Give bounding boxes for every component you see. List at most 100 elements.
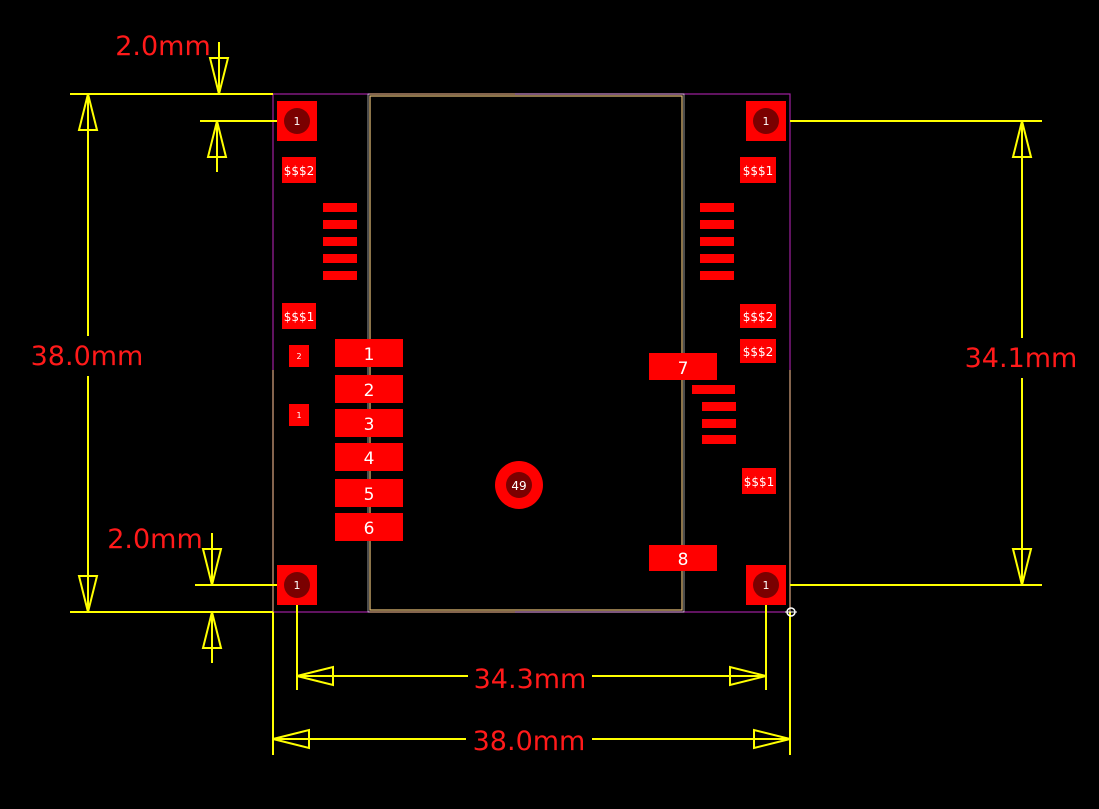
pin-7: 7 (649, 353, 717, 380)
pad-group-left (323, 203, 357, 280)
pin-pad (335, 375, 403, 403)
dim-text-height-outer: 38.0mm (31, 341, 144, 372)
pin-pad (649, 353, 717, 380)
pin-label: 6 (364, 519, 375, 539)
dim-text-top-margin: 2.0mm (115, 31, 211, 62)
arrow-down (208, 57, 230, 95)
fine-pad (702, 402, 736, 411)
center-pad-49: 49 (495, 461, 543, 509)
mounting-hole-bottom-right: 1 (746, 565, 786, 605)
pin-pad (335, 513, 403, 541)
mounting-hole-top-left: 1 (277, 101, 317, 141)
small-pad-left-top: $$$2 (282, 157, 316, 183)
pin-label: 3 (364, 415, 375, 435)
pin-label: 7 (678, 359, 689, 379)
drill-hole (753, 572, 779, 598)
pad (282, 157, 316, 183)
small-pad-right-low: $$$1 (742, 468, 776, 494)
pin-2: 2 (335, 375, 403, 403)
pin-pad (335, 443, 403, 471)
dim-text-bottom-margin: 2.0mm (107, 524, 203, 555)
pad (740, 304, 776, 328)
pad-label: $$$1 (744, 475, 775, 489)
pin-pad (649, 545, 717, 571)
arrow-left (296, 665, 334, 687)
dim-text-width-holes: 34.3mm (474, 664, 587, 695)
arrow-left (272, 728, 310, 750)
pin-label: 4 (364, 449, 375, 469)
pin-1: 1 (335, 339, 403, 367)
arrow-up (1011, 120, 1033, 158)
arrow-up (206, 120, 228, 158)
arrow-right (729, 665, 767, 687)
arrow-up (77, 93, 99, 131)
pad (740, 339, 776, 363)
pin-label: 8 (678, 550, 689, 570)
small-pad-right-top: $$$1 (740, 157, 776, 183)
pad-label: 2 (296, 352, 301, 361)
pad (289, 345, 309, 367)
hole-label: 1 (294, 579, 301, 592)
fine-pad (700, 271, 734, 280)
arrow-up (201, 611, 223, 649)
tiny-pad-b: 1 (289, 404, 309, 426)
small-pad-right-mid-a: $$$2 (740, 304, 776, 328)
tiny-pad-a: 2 (289, 345, 309, 367)
drill-hole (284, 572, 310, 598)
fine-pad (323, 254, 357, 263)
pin-label: 2 (364, 381, 375, 401)
fine-pad (323, 237, 357, 246)
fine-pad (702, 419, 736, 428)
hole-label: 1 (294, 115, 301, 128)
pad-label: 1 (296, 411, 301, 420)
pad-label: $$$2 (743, 310, 774, 324)
pad-label: $$$2 (743, 345, 774, 359)
fine-pad (700, 237, 734, 246)
fine-pad (700, 220, 734, 229)
fine-pad (702, 435, 736, 444)
center-drill (506, 472, 532, 498)
fine-pad (323, 220, 357, 229)
mounting-hole-top-right: 1 (746, 101, 786, 141)
pad-group-right-mid (692, 385, 736, 444)
fine-pad (700, 254, 734, 263)
pin-8: 8 (649, 545, 717, 571)
fine-pad (700, 203, 734, 212)
small-pad-right-mid-b: $$$2 (740, 339, 776, 363)
fine-pad (323, 271, 357, 280)
pin-6: 6 (335, 513, 403, 541)
arrow-right (753, 728, 791, 750)
pad-label: $$$1 (284, 310, 315, 324)
dim-text-height-holes: 34.1mm (965, 343, 1078, 374)
pin-pad (335, 479, 403, 507)
fine-pad (692, 385, 735, 394)
dim-text-width-outer: 38.0mm (473, 726, 586, 757)
pad (282, 303, 316, 329)
hole-label: 1 (763, 579, 770, 592)
hole-label: 1 (763, 115, 770, 128)
pin-3: 3 (335, 409, 403, 437)
pin-5: 5 (335, 479, 403, 507)
pin-label: 5 (364, 485, 375, 505)
pad-label: $$$1 (743, 164, 774, 178)
fine-pad (323, 203, 357, 212)
arrow-down (201, 548, 223, 586)
pad-label: $$$2 (284, 164, 315, 178)
drill-hole (284, 108, 310, 134)
origin-marker (785, 607, 797, 617)
pad (742, 468, 776, 494)
pad-group-right-top (700, 203, 734, 280)
small-pad-left-mid: $$$1 (282, 303, 316, 329)
mounting-hole-bottom-left: 1 (277, 565, 317, 605)
arrow-down (77, 575, 99, 613)
pad (289, 404, 309, 426)
pin-label: 1 (364, 345, 375, 365)
pad (740, 157, 776, 183)
dimension-graphics (70, 42, 1042, 755)
pin-4: 4 (335, 443, 403, 471)
drill-hole (753, 108, 779, 134)
pin-pad (335, 409, 403, 437)
arrow-down (1011, 548, 1033, 586)
